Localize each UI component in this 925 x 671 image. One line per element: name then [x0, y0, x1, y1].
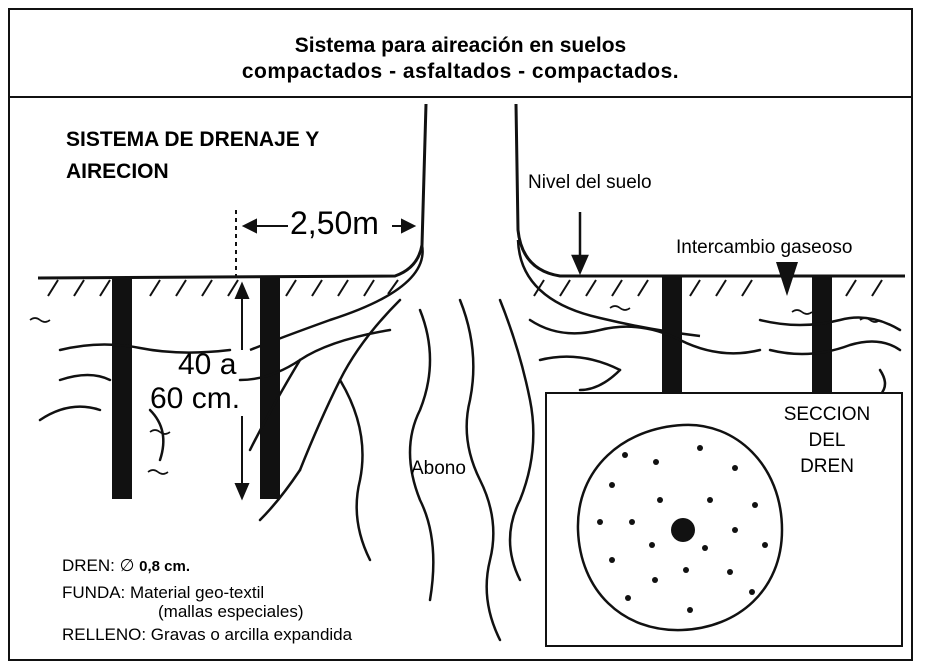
soil-marks	[29, 305, 881, 475]
section-label-line-1: SECCION	[783, 404, 871, 425]
spacing-label: 2,50m	[290, 205, 379, 241]
system-title-line-1: SISTEMA DE DRENAJE Y	[66, 128, 320, 151]
drain-pipe-2	[260, 277, 280, 499]
section-label-line-3: DREN	[800, 456, 854, 477]
drain-core	[671, 518, 695, 542]
legend-drain-value: 0,8 cm.	[139, 558, 191, 575]
system-title-line-2: AIRECION	[66, 160, 169, 183]
legend-fill: RELLENO: Gravas o arcilla expandida	[62, 625, 353, 644]
drain-section-inset	[545, 392, 903, 647]
soil-hatching	[47, 279, 883, 297]
gas-exchange-arrow	[776, 262, 798, 296]
ground-line-right	[514, 103, 905, 278]
title-line-2: compactados - asfaltados - compactados.	[241, 60, 680, 83]
roots	[38, 298, 902, 642]
gas-exchange-label: Intercambio gaseoso	[676, 237, 853, 258]
depth-label-line-2: 60 cm.	[150, 382, 241, 415]
ground-level-label: Nivel del suelo	[528, 172, 652, 193]
legend-sleeve-note: (mallas especiales)	[158, 602, 304, 621]
drain-perforations	[597, 445, 768, 613]
spacing-dimension	[235, 210, 417, 278]
drain-pipes	[112, 277, 832, 499]
title-box	[8, 8, 913, 98]
compost-label: Abono	[411, 458, 466, 479]
section-label-line-2: DEL	[808, 430, 846, 451]
legend-sleeve: FUNDA: Material geo-textil	[62, 583, 265, 602]
ground-level-arrow	[571, 212, 589, 276]
drain-pipe-1	[112, 277, 132, 499]
depth-label-line-1: 40 a	[178, 348, 237, 381]
depth-arrow	[234, 281, 250, 501]
legend-drain-label: DREN: ∅	[62, 556, 140, 575]
legend-drain: DREN: ∅ 0,8 cm.	[62, 556, 190, 576]
title-line-1: Sistema para aireación en suelos	[294, 34, 627, 57]
diagram-frame	[8, 8, 913, 661]
drain-cross-section	[576, 423, 784, 632]
drain-pipe-4	[812, 277, 832, 393]
